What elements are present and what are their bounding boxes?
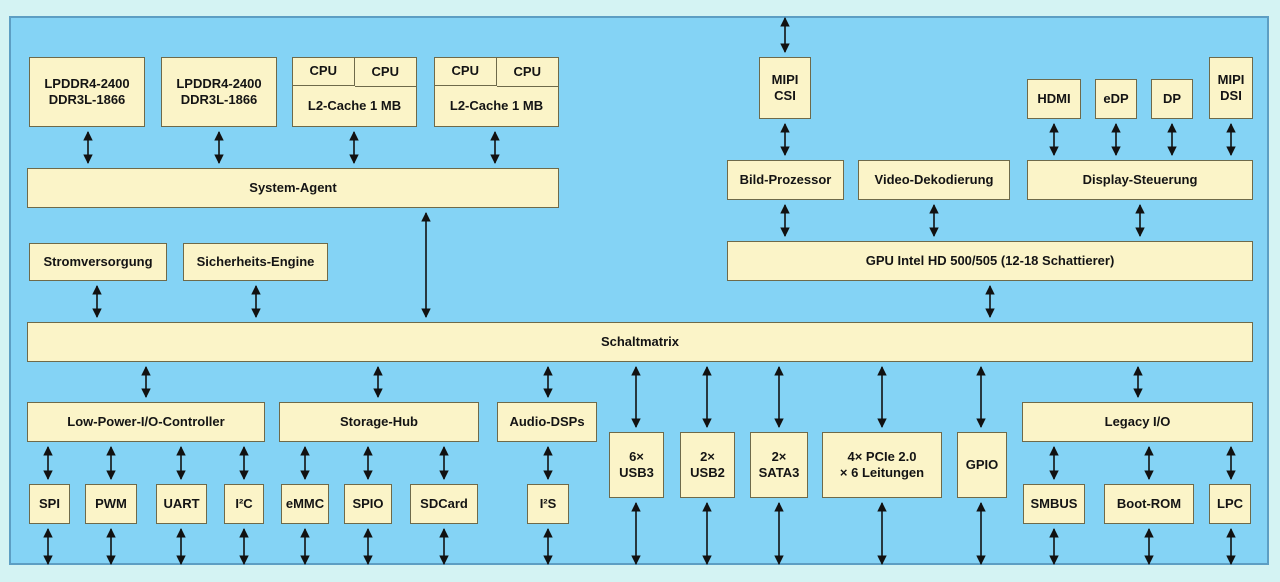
memory-2-line2: DDR3L-1866 (180, 92, 258, 107)
mipi-csi-line1: MIPI (771, 71, 799, 87)
memory-controller-2: LPDDR4-2400 DDR3L-1866 (161, 57, 277, 127)
memory-1-line2: DDR3L-1866 (48, 92, 126, 107)
spio-port: SPIO (344, 484, 392, 524)
legacy-io: Legacy I/O (1022, 402, 1253, 442)
emmc-port: eMMC (281, 484, 329, 524)
low-power-io-controller: Low-Power-I/O-Controller (27, 402, 265, 442)
cpu-module-2: CPU CPU L2-Cache 1 MB (434, 57, 559, 127)
image-processor: Bild-Prozessor (727, 160, 844, 200)
switch-matrix: Schaltmatrix (27, 322, 1253, 362)
pwm-port: PWM (85, 484, 137, 524)
sata3-line1: 2× (771, 448, 787, 464)
memory-controller-1: LPDDR4-2400 DDR3L-1866 (29, 57, 145, 127)
boot-rom-port: Boot-ROM (1104, 484, 1194, 524)
audio-dsps: Audio-DSPs (497, 402, 597, 442)
cpu-core-2a: CPU (435, 58, 497, 86)
gpio-block: GPIO (957, 432, 1007, 498)
mipi-dsi: MIPI DSI (1209, 57, 1253, 119)
mipi-csi: MIPI CSI (759, 57, 811, 119)
security-engine: Sicherheits-Engine (183, 243, 328, 281)
i2s-port: I²S (527, 484, 569, 524)
usb3-line1: 6× (629, 448, 644, 464)
pcie-block: 4× PCIe 2.0 × 6 Leitungen (822, 432, 942, 498)
usb3-line2: USB3 (619, 465, 654, 480)
lpc-port: LPC (1209, 484, 1251, 524)
storage-hub: Storage-Hub (279, 402, 479, 442)
uart-port: UART (156, 484, 207, 524)
usb3-block: 6× USB3 (609, 432, 664, 498)
power-supply: Stromversorgung (29, 243, 167, 281)
pcie-line2: × 6 Leitungen (839, 465, 925, 480)
dp-port: DP (1151, 79, 1193, 119)
cpu-core-1b: CPU (354, 58, 416, 87)
l2-cache-1: L2-Cache 1 MB (307, 97, 402, 113)
system-agent: System-Agent (27, 168, 559, 208)
cpu-module-1: CPU CPU L2-Cache 1 MB (292, 57, 417, 127)
i2c-port: I²C (224, 484, 264, 524)
display-control: Display-Steuerung (1027, 160, 1253, 200)
memory-2-line1: LPDDR4-2400 (176, 75, 262, 91)
video-decoder: Video-Dekodierung (858, 160, 1010, 200)
usb2-line2: USB2 (690, 465, 725, 480)
smbus-port: SMBUS (1023, 484, 1085, 524)
memory-1-line1: LPDDR4-2400 (44, 75, 130, 91)
mipi-dsi-line1: MIPI (1217, 71, 1245, 87)
cpu-core-1a: CPU (293, 58, 355, 86)
usb2-block: 2× USB2 (680, 432, 735, 498)
cpu-core-2b: CPU (496, 58, 558, 87)
pcie-line1: 4× PCIe 2.0 (847, 448, 917, 464)
l2-cache-2: L2-Cache 1 MB (449, 97, 544, 113)
hdmi-port: HDMI (1027, 79, 1081, 119)
mipi-csi-line2: CSI (774, 88, 796, 103)
usb2-line1: 2× (700, 448, 715, 464)
edp-port: eDP (1095, 79, 1137, 119)
spi-port: SPI (29, 484, 70, 524)
sata3-line2: SATA3 (758, 465, 800, 480)
sdcard-port: SDCard (410, 484, 478, 524)
mipi-dsi-line2: DSI (1220, 88, 1242, 103)
gpu: GPU Intel HD 500/505 (12-18 Schattierer) (727, 241, 1253, 281)
sata3-block: 2× SATA3 (750, 432, 808, 498)
